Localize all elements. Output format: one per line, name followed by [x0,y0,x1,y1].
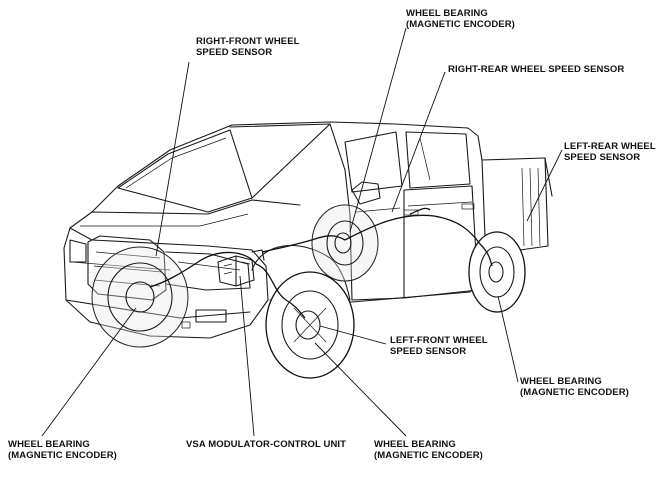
label-front-left-wheel-bearing: WHEEL BEARING (MAGNETIC ENCODER) [374,439,483,461]
label-top-wheel-bearing: WHEEL BEARING (MAGNETIC ENCODER) [406,8,515,30]
right-front-wheel [91,246,189,348]
label-rear-wheel-bearing: WHEEL BEARING (MAGNETIC ENCODER) [520,376,629,398]
right-rear-wheel [311,204,379,282]
wire-harness [149,207,493,319]
vsa-modulator-unit [217,249,265,287]
label-left-rear-wheel-speed-sensor: LEFT-REAR WHEEL SPEED SENSOR [564,141,656,163]
leader-lines [41,27,563,437]
label-right-rear-wheel-speed-sensor: RIGHT-REAR WHEEL SPEED SENSOR [448,64,625,75]
label-vsa-modulator-control-unit: VSA MODULATOR-CONTROL UNIT [186,439,347,450]
label-left-front-wheel-speed-sensor: LEFT-FRONT WHEEL SPEED SENSOR [390,335,488,357]
left-front-wheel [265,271,355,379]
label-right-front-wheel-speed-sensor: RIGHT-FRONT WHEEL SPEED SENSOR [196,36,300,58]
label-front-wheel-bearing: WHEEL BEARING (MAGNETIC ENCODER) [8,439,117,461]
left-rear-wheel [468,231,526,313]
